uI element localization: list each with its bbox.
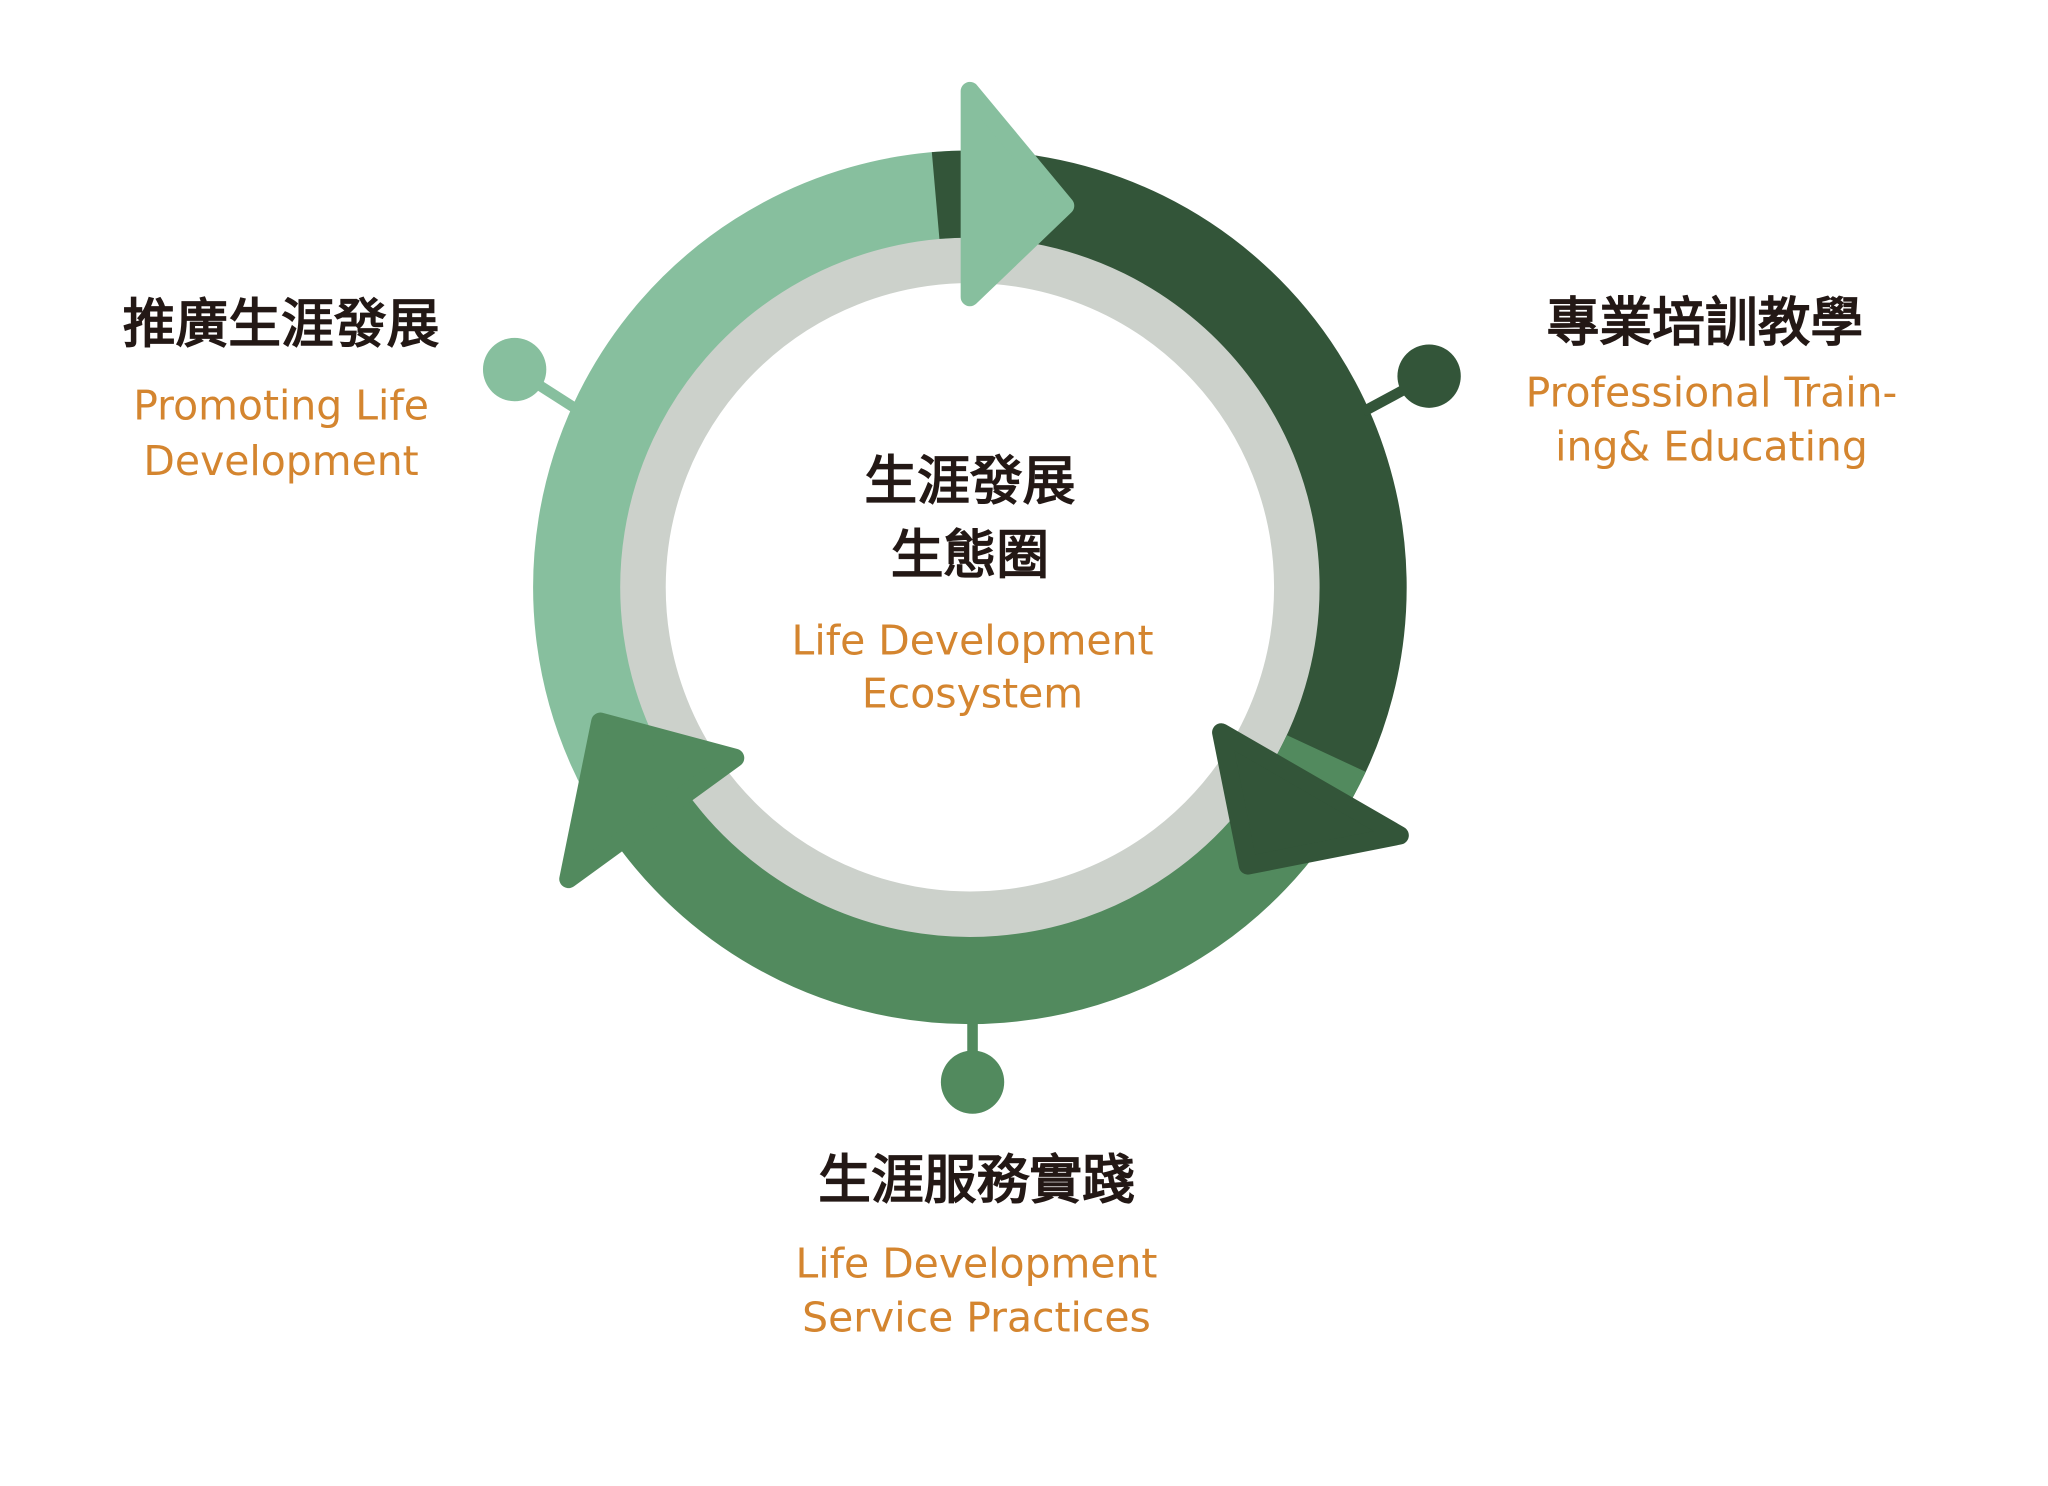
arrow-head-training-icon bbox=[1212, 723, 1409, 875]
promoting-title-zh: 推廣生涯發展 bbox=[123, 294, 440, 355]
center-title-en-2: Ecosystem bbox=[862, 669, 1083, 717]
training-title-en-1: Professional Train- bbox=[1526, 369, 1898, 417]
training-title-en-2: ing& Educating bbox=[1555, 423, 1868, 471]
promoting-title-en-2: Development bbox=[143, 437, 418, 485]
center-title-en-1: Life Development bbox=[792, 617, 1154, 665]
service-title-en-2: Service Practices bbox=[802, 1294, 1151, 1342]
training-title-zh: 專業培訓教學 bbox=[1547, 293, 1864, 354]
center-title-zh-2: 生態圈 bbox=[891, 525, 1049, 586]
service-title-zh: 生涯服務實踐 bbox=[818, 1150, 1135, 1211]
pin-service bbox=[940, 1018, 1005, 1114]
service-title-en-1: Life Development bbox=[796, 1239, 1158, 1287]
arrow-head-promoting-icon bbox=[960, 81, 1075, 307]
pin-training bbox=[1360, 344, 1461, 417]
pin-promoting bbox=[482, 337, 580, 414]
center-title-zh-1: 生涯發展 bbox=[864, 451, 1075, 512]
arrow-head-service-icon bbox=[559, 712, 745, 889]
promoting-title-en-1: Promoting Life bbox=[133, 382, 429, 430]
inner-gray-ring bbox=[619, 236, 1321, 938]
